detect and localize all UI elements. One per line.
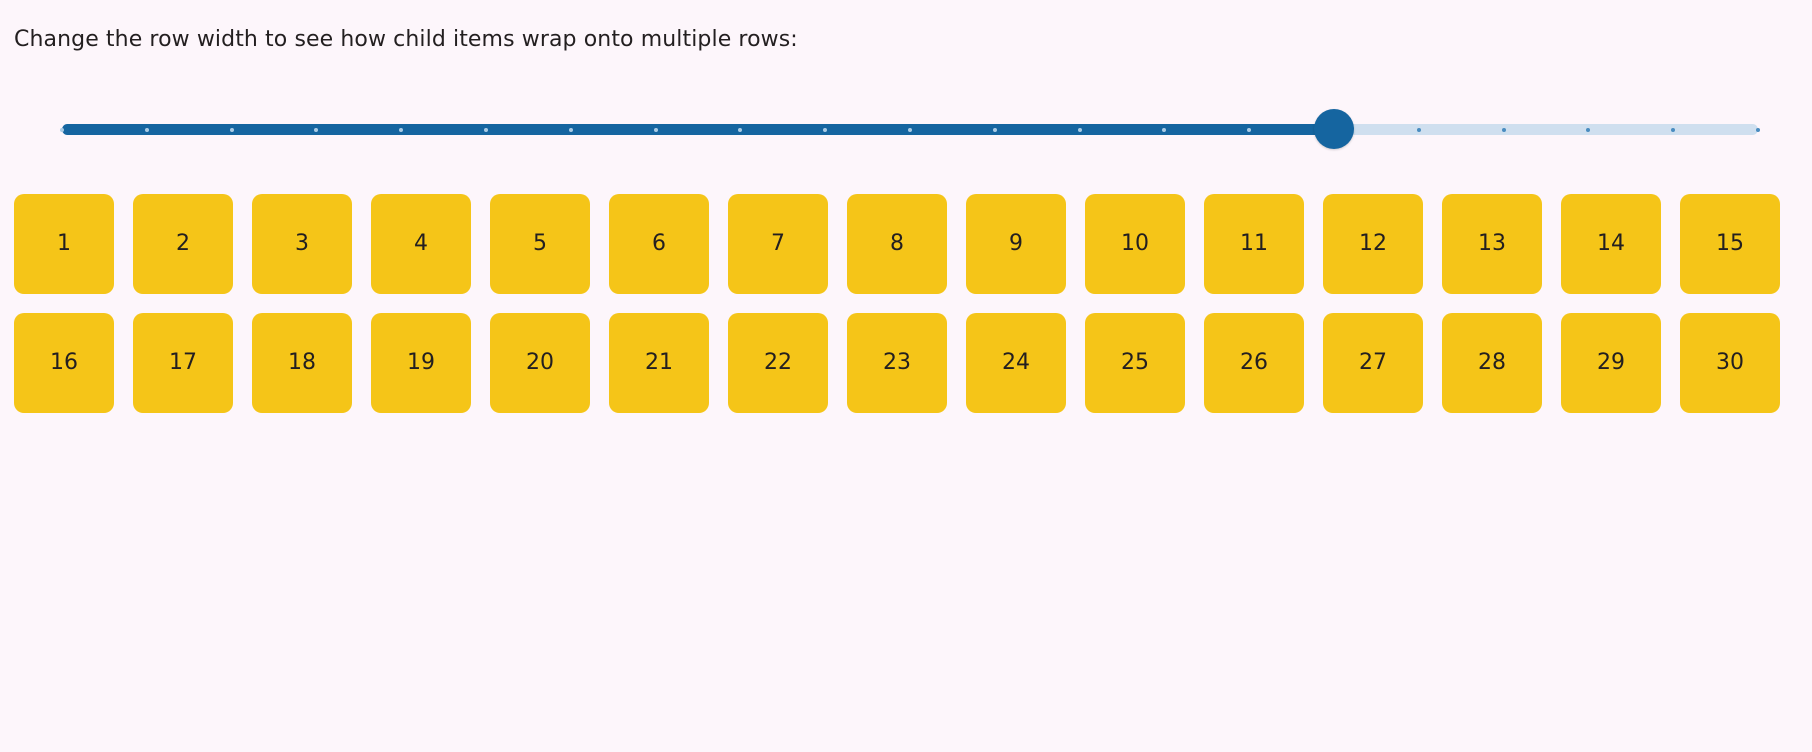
slider-tick	[992, 128, 997, 132]
grid-item: 1	[14, 194, 114, 294]
grid-item: 6	[609, 194, 709, 294]
grid-item: 29	[1561, 313, 1661, 413]
grid-item: 3	[252, 194, 352, 294]
grid-item: 7	[728, 194, 828, 294]
slider-tick	[1416, 128, 1421, 132]
grid-item: 17	[133, 313, 233, 413]
grid-item: 22	[728, 313, 828, 413]
slider-tick	[1162, 128, 1167, 132]
grid-item: 11	[1204, 194, 1304, 294]
grid-item: 20	[490, 313, 590, 413]
slider-tick	[229, 128, 234, 132]
grid-item: 19	[371, 313, 471, 413]
grid-item: 21	[609, 313, 709, 413]
slider-thumb[interactable]	[1314, 109, 1354, 149]
slider-tick	[823, 128, 828, 132]
page-title: Change the row width to see how child it…	[14, 27, 798, 52]
slider-filled-track	[62, 124, 1334, 135]
grid-item: 13	[1442, 194, 1542, 294]
grid-item: 12	[1323, 194, 1423, 294]
slider-tick-marks	[60, 124, 1760, 135]
grid-item: 15	[1680, 194, 1780, 294]
grid-item: 28	[1442, 313, 1542, 413]
grid-item: 4	[371, 194, 471, 294]
grid-item: 5	[490, 194, 590, 294]
grid-item: 8	[847, 194, 947, 294]
slider-tick	[1671, 128, 1676, 132]
slider-tick	[1586, 128, 1591, 132]
slider-tick	[144, 128, 149, 132]
grid-item: 9	[966, 194, 1066, 294]
grid-item: 10	[1085, 194, 1185, 294]
grid-item: 30	[1680, 313, 1780, 413]
grid-item: 2	[133, 194, 233, 294]
slider-tick	[738, 128, 743, 132]
grid-item: 26	[1204, 313, 1304, 413]
grid-item: 27	[1323, 313, 1423, 413]
grid-item: 24	[966, 313, 1066, 413]
slider-tick	[399, 128, 404, 132]
grid-item: 14	[1561, 194, 1661, 294]
slider-tick	[1501, 128, 1506, 132]
slider-tick	[568, 128, 573, 132]
slider-tick	[314, 128, 319, 132]
slider-tick	[60, 128, 64, 132]
grid-item: 25	[1085, 313, 1185, 413]
slider-tick	[1077, 128, 1082, 132]
slider-tick	[653, 128, 658, 132]
slider-tick	[1756, 128, 1760, 132]
slider-tick	[1247, 128, 1252, 132]
row-width-slider[interactable]	[60, 108, 1760, 150]
grid-item: 18	[252, 313, 352, 413]
slider-tick	[908, 128, 912, 132]
grid-item: 16	[14, 313, 114, 413]
slider-tick	[484, 128, 488, 132]
grid-item: 23	[847, 313, 947, 413]
